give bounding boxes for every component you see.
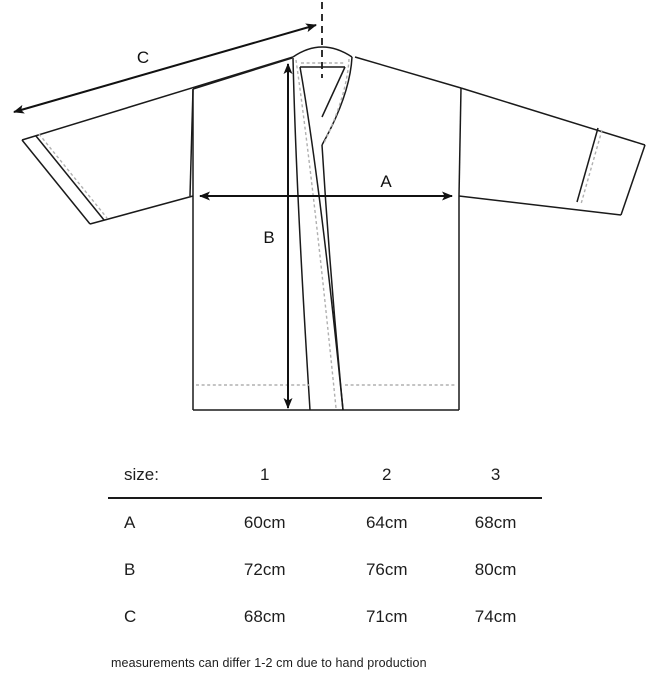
collar-left-stitch	[295, 59, 337, 409]
dimension-label-b: B	[263, 228, 274, 247]
table-row: A 60cm 64cm 68cm	[108, 498, 542, 546]
right-shoulder-slope	[354, 56, 462, 89]
collar-right-stitch	[323, 58, 350, 144]
row-label-a: A	[124, 512, 136, 532]
cell-c-size3: 74cm	[474, 606, 517, 626]
stitch-details	[38, 58, 603, 409]
right-sleeve-bottom-edge	[458, 195, 622, 216]
header-size-2: 2	[381, 464, 392, 484]
body-right-upper-seam	[458, 87, 462, 197]
left-cuff-outer-edge	[21, 139, 91, 225]
cell-b-size1: 72cm	[243, 559, 286, 579]
left-sleeve-bottom-edge	[89, 195, 194, 225]
left-cuff-stitch	[38, 133, 108, 219]
dimension-arrow-c	[13, 23, 317, 114]
header-size-3: 3	[490, 464, 501, 484]
cell-a-size3: 68cm	[474, 512, 517, 532]
header-size-label: size:	[124, 464, 159, 484]
garment-technical-drawing: A B C	[13, 2, 646, 411]
cell-a-size2: 64cm	[365, 512, 408, 532]
measurements-table: size: 1 2 3 A 60cm 64cm 68cm B 72cm 76cm	[108, 458, 542, 640]
left-cuff-seam	[35, 135, 105, 221]
dimension-label-c: C	[137, 48, 149, 67]
right-cuff-stitch	[580, 129, 603, 205]
cell-c-size1: 68cm	[243, 606, 286, 626]
front-overlap-edge	[321, 144, 344, 411]
collar-right-inner-edge	[321, 66, 346, 118]
row-label-b: B	[124, 559, 136, 579]
table-head: size: 1 2 3	[108, 458, 542, 498]
cell-c-size2: 71cm	[365, 606, 408, 626]
right-cuff-outer-edge	[620, 144, 646, 216]
size-table-section: size: 1 2 3 A 60cm 64cm 68cm B 72cm 76cm	[0, 440, 650, 677]
cell-b-size3: 80cm	[474, 559, 517, 579]
table-header-row: size: 1 2 3	[108, 458, 542, 498]
table-row: C 68cm 71cm 74cm	[108, 593, 542, 640]
cell-a-size1: 60cm	[243, 512, 286, 532]
header-size-1: 1	[259, 464, 270, 484]
cell-b-size2: 76cm	[365, 559, 408, 579]
table-row: B 72cm 76cm 80cm	[108, 546, 542, 593]
dimension-label-a: A	[380, 172, 392, 191]
measurement-disclaimer: measurements can differ 1-2 cm due to ha…	[111, 656, 427, 670]
table-body: A 60cm 64cm 68cm B 72cm 76cm 80cm C 68cm…	[108, 498, 542, 640]
garment-outline	[21, 46, 646, 411]
left-shoulder-slope	[192, 57, 293, 90]
dimension-arrows	[13, 23, 453, 409]
right-cuff-seam	[576, 127, 599, 203]
row-label-c: C	[124, 606, 137, 626]
right-sleeve-top-edge	[460, 87, 646, 146]
